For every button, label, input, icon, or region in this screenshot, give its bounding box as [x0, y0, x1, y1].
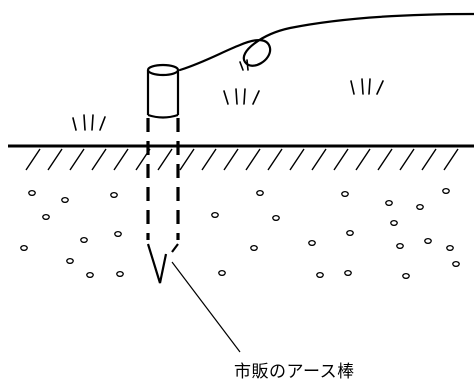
pebble — [446, 244, 454, 252]
pebble — [341, 190, 349, 198]
pebble — [20, 244, 28, 252]
hatch-stroke — [69, 148, 85, 171]
hatch-stroke — [223, 148, 239, 171]
soil-pebbles — [20, 187, 460, 280]
hatch-stroke — [245, 148, 261, 171]
pebble — [42, 213, 50, 221]
hatch-stroke — [311, 148, 327, 171]
pebble — [385, 199, 393, 207]
pebble — [402, 272, 410, 280]
hatch-stroke — [267, 148, 283, 171]
pebble — [61, 196, 69, 204]
grass-tuft-center — [223, 88, 260, 105]
pebble — [66, 257, 74, 265]
pebble — [390, 219, 398, 227]
grass-tuft-left — [72, 114, 106, 131]
hatch-stroke — [355, 148, 371, 171]
hatch-stroke — [25, 148, 41, 171]
hatch-stroke — [157, 148, 173, 171]
hatch-stroke — [399, 148, 415, 171]
pebble — [116, 270, 124, 278]
pebble — [316, 271, 324, 279]
hatch-stroke — [443, 148, 459, 171]
pebble — [114, 230, 122, 238]
ground-hatching — [25, 148, 459, 171]
grass-tuft-wire — [239, 59, 249, 71]
pebble — [250, 244, 258, 252]
pebble — [86, 271, 94, 279]
pebble — [346, 229, 354, 237]
hatch-stroke — [421, 148, 437, 171]
pebble — [344, 269, 352, 277]
pebble — [256, 189, 264, 197]
earth-rod-buried — [146, 118, 180, 284]
hatch-stroke — [377, 148, 393, 171]
grass-tuft-right — [350, 78, 384, 95]
leader-line — [171, 261, 241, 353]
hatch-stroke — [47, 148, 63, 171]
pebble — [218, 269, 226, 277]
pebble — [110, 191, 118, 199]
lead-wire — [178, 12, 474, 72]
pebble — [452, 260, 460, 268]
hatch-stroke — [201, 148, 217, 171]
hatch-stroke — [179, 148, 195, 171]
hatch-stroke — [333, 148, 349, 171]
hatch-stroke — [289, 148, 305, 171]
pebble — [424, 237, 432, 245]
pebble — [211, 211, 219, 219]
pebble — [80, 236, 88, 244]
pebble — [272, 214, 280, 222]
pebble — [442, 187, 450, 195]
pebble — [416, 203, 424, 211]
pebble — [28, 189, 36, 197]
pebble — [396, 242, 404, 250]
hatch-stroke — [135, 148, 151, 171]
hatch-stroke — [91, 148, 107, 171]
rod-label: 市販のアース棒 — [234, 362, 355, 382]
earth-rod-top — [146, 63, 180, 119]
hatch-stroke — [113, 148, 129, 171]
pebble — [308, 239, 316, 247]
